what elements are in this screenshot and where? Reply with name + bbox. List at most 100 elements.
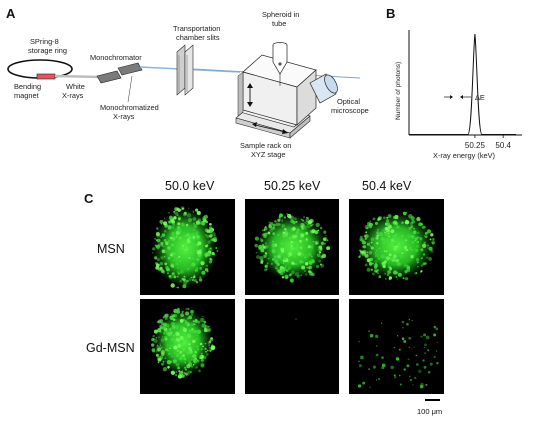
fluorescence-speck [381,363,386,368]
fluorescence-speck [422,359,425,362]
fluorescence-speck [429,238,432,241]
fluorescence-speck [411,319,413,322]
fluorescence-speck [176,212,179,214]
fluorescence-speck [175,230,180,236]
fluorescence-speck [384,272,387,275]
fluorescence-speck [186,317,190,320]
fluorescence-speck [175,374,178,377]
fluorescence-speck [265,252,268,255]
fluorescence-speck [178,370,181,373]
fluorescence-speck [173,210,175,213]
fluorescence-speck [193,279,197,282]
fluorescence-speck [369,386,371,388]
col-header-1: 50.0 keV [165,179,215,193]
fluorescence-speck [410,225,414,229]
mono-xrays-label-1: Monochromatized [100,103,159,112]
fluorescence-speck [282,267,285,269]
fluorescence-speck [278,215,281,219]
fluorescence-speck [170,225,175,229]
fluorescence-speck [161,233,166,237]
fluorescence-speck [154,244,157,247]
fluorescence-speck [196,257,200,262]
fluorescence-speck [359,250,363,253]
fluorescence-speck [404,277,409,281]
fluorescence-speck [279,218,281,220]
fluorescence-speck [413,346,415,348]
fluorescence-speck [207,328,212,332]
fluorescence-speck [306,223,311,229]
fluorescence-speck [385,219,390,223]
fluorescence-speck [178,236,182,240]
fluorescence-speck [263,268,267,272]
fluorescence-speck [402,211,407,216]
fluorescence-speck [327,246,330,248]
fluorescence-speck [188,333,190,335]
fluorescence-speck [290,219,295,224]
fluorescence-speck [165,327,168,330]
fluorescence-speck [414,237,418,241]
transport-slits [176,44,194,96]
fluorescence-speck [184,246,189,251]
fluorescence-speck [186,233,191,238]
fluorescence-speck [177,286,180,289]
fluorescence-speck [403,265,406,268]
fluorescence-speck [299,239,302,243]
fluorescence-speck [411,240,415,244]
fluorescence-speck [181,374,185,378]
fluorescence-speck [308,267,311,270]
fluorescence-speck [385,250,388,253]
fluorescence-speck [155,337,158,339]
fluorescence-speck [191,257,194,260]
fluorescence-speck [188,315,192,320]
fluorescence-speck [375,353,379,357]
fluorescence-speck [312,240,315,243]
fluorescence-speck [426,244,430,247]
monochromator [96,62,143,84]
fluorescence-speck [171,325,176,329]
fluorescence-speck [185,372,188,376]
fluorescence-speck [414,272,417,275]
fluorescence-speck [172,266,175,268]
fluorescence-speck [431,241,435,245]
fluorescence-speck [372,217,376,221]
fluorescence-speck [396,225,400,229]
fluorescence-speck [175,319,177,321]
fluorescence-speck [392,270,398,275]
fluorescence-speck [395,357,400,361]
fluorescence-speck [193,224,198,229]
fluorescence-speck [151,252,154,254]
fluorescence-speck [209,222,212,226]
fluorescence-speck [180,249,184,253]
fluorescence-speck [196,329,201,334]
fluorescence-speck [193,249,195,251]
fluorescence-speck [214,234,216,237]
fluorescence-speck [209,257,212,261]
fluorescence-speck [197,235,201,239]
fluorescence-speck [176,275,179,278]
fluorescence-speck [170,370,176,375]
fluorescence-speck [395,271,399,274]
fluorescence-speck [172,251,177,256]
fluorescence-speck [374,221,379,225]
fluorescence-speck [165,348,168,352]
fluorescence-speck [159,325,163,329]
mono-leader-line [127,75,133,103]
fluorescence-speck [371,272,375,276]
fluorescence-speck [415,354,418,357]
fluorescence-speck [301,227,304,230]
fluorescence-speck [187,207,190,210]
fluorescence-speck [364,253,369,258]
fluorescence-speck [255,251,258,254]
fluorescence-speck [422,243,427,248]
fluorescence-speck [406,268,411,273]
fluorescence-speck [263,226,268,231]
fluorescence-speck [194,319,198,323]
fluorescence-speck [187,321,189,324]
fluorescence-speck [186,239,191,244]
fluorescence-speck [173,345,178,350]
fluorescence-speck [267,231,271,235]
fluorescence-speck [408,318,411,321]
fluorescence-speck [160,269,165,273]
fluorescence-speck [181,277,184,281]
fluorescence-speck [177,222,181,226]
